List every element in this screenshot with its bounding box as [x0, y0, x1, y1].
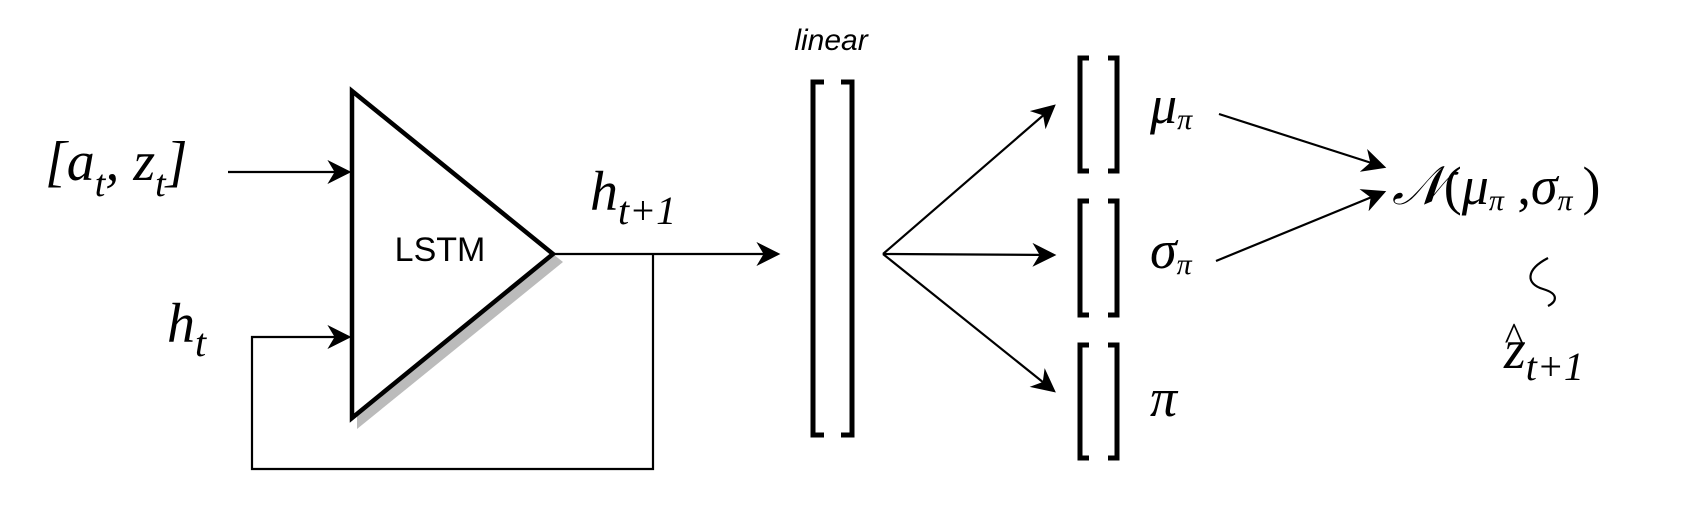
hidden-in-label: ht: [167, 293, 207, 365]
lstm-label: LSTM: [395, 231, 486, 269]
normal-distribution-label: 𝒩(μπ ,σπ): [1392, 156, 1601, 217]
arrow-mu-to-normal: [1218, 112, 1387, 172]
recurrent-loop: [250, 254, 655, 471]
arrow-to-mu: [882, 104, 1056, 255]
linear-bracket-right: [841, 79, 855, 438]
linear-bracket-left: [810, 79, 824, 438]
input-label: [at, zt]: [45, 131, 188, 205]
pi-bracket-left: [1077, 342, 1089, 461]
lstm-cell: [349, 86, 557, 423]
arrow-to-pi: [882, 253, 1056, 393]
sigma-label: σπ: [1150, 220, 1193, 281]
sample-hat: ^: [1505, 314, 1524, 359]
sample-label: zt+1: [1503, 319, 1584, 389]
sampling-squiggle: [1529, 257, 1556, 307]
arrow-sigma-to-normal: [1215, 189, 1387, 263]
pi-label: π: [1150, 368, 1179, 428]
sigma-bracket-right: [1108, 198, 1120, 318]
mu-bracket-right: [1108, 55, 1120, 174]
mu-bracket-left: [1077, 55, 1089, 174]
mu-label: μπ: [1149, 75, 1193, 136]
sigma-bracket-left: [1077, 198, 1089, 318]
hidden-out-label: ht+1: [590, 161, 676, 233]
pi-bracket-right: [1108, 342, 1120, 461]
linear-label: linear: [794, 24, 868, 57]
arrow-to-sigma: [882, 242, 1057, 267]
